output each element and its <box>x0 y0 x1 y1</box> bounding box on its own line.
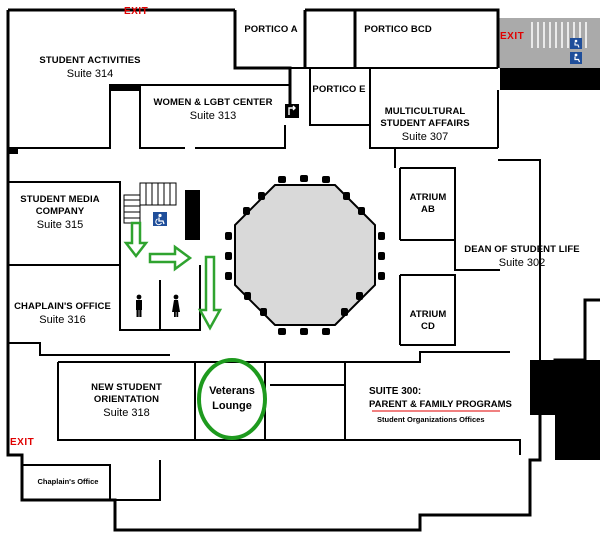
stairwell <box>123 182 177 224</box>
room-portico-e-title: PORTICO E <box>312 84 366 95</box>
suite300-title: SUITE 300: <box>369 386 422 397</box>
dean-title: DEAN OF STUDENT LIFE <box>464 244 580 255</box>
room-chaplains-office: CHAPLAIN'S OFFICE Suite 316 <box>10 301 115 327</box>
room-portico-a: PORTICO A <box>240 24 302 36</box>
wall-accent <box>110 85 140 91</box>
room-atrium-ab: ATRIUM AB <box>402 192 454 216</box>
multicultural-suite: Suite 307 <box>401 131 449 143</box>
arrow-right <box>148 244 193 272</box>
exit-sign-left: EXIT <box>10 437 35 448</box>
atrium-chairs <box>225 175 385 335</box>
suite300-note: Student Organizations Offices <box>377 415 485 424</box>
black-block-right <box>500 68 600 90</box>
room-dean-of-student-life: DEAN OF STUDENT LIFE Suite 302 <box>462 244 582 270</box>
room-suite-300: SUITE 300: PARENT & FAMILY PROGRAMS Stud… <box>355 386 525 426</box>
student-activities-suite: Suite 314 <box>66 68 114 80</box>
accessible-icon <box>570 52 582 64</box>
suite300-subtitle: PARENT & FAMILY PROGRAMS <box>369 399 512 410</box>
new-student-title-1: NEW STUDENT <box>91 382 162 393</box>
new-student-suite: Suite 318 <box>103 407 150 419</box>
room-veterans-lounge[interactable]: Veterans Lounge <box>199 384 265 414</box>
veterans-line-1: Veterans <box>209 385 255 397</box>
dean-suite: Suite 302 <box>498 257 546 269</box>
arrow-down-1 <box>123 221 149 259</box>
room-portico-bcd-title: PORTICO BCD <box>364 24 432 35</box>
multicultural-title-1: MULTICULTURAL <box>384 106 466 117</box>
chaplain-title: CHAPLAIN'S OFFICE <box>14 301 111 312</box>
veterans-line-2: Lounge <box>212 400 252 412</box>
accessible-icon <box>570 38 582 49</box>
room-student-media: STUDENT MEDIA COMPANY Suite 315 <box>10 194 110 232</box>
student-activities-title: STUDENT ACTIVITIES <box>39 55 141 66</box>
room-multicultural: MULTICULTURAL STUDENT AFFAIRS Suite 307 <box>375 106 475 144</box>
wall-accent <box>530 360 600 415</box>
room-portico-bcd: PORTICO BCD <box>358 24 438 36</box>
mens-restroom-icon <box>136 294 142 317</box>
atrium-cd-title: ATRIUM CD <box>409 309 447 332</box>
student-media-suite: Suite 315 <box>36 219 84 231</box>
room-portico-a-title: PORTICO A <box>244 24 298 35</box>
room-new-student-orientation: NEW STUDENT ORIENTATION Suite 318 <box>64 382 189 420</box>
room-atrium-cd: ATRIUM CD <box>402 309 454 333</box>
stairwell-top-right <box>498 18 600 68</box>
exit-sign-right: EXIT <box>500 31 525 42</box>
student-media-title-1: STUDENT MEDIA <box>20 194 100 205</box>
multicultural-title-2: STUDENT AFFAIRS <box>380 118 470 129</box>
central-atrium <box>234 184 376 326</box>
room-women-lgbt-center: WOMEN & LGBT CENTER Suite 313 <box>148 97 278 123</box>
veterans-lounge-highlight <box>197 358 267 440</box>
room-portico-e: PORTICO E <box>310 84 368 96</box>
student-media-title-2: COMPANY <box>35 206 85 217</box>
women-lgbt-title: WOMEN & LGBT CENTER <box>153 97 273 108</box>
wall-accent <box>8 148 18 154</box>
elevator-icon <box>285 104 299 118</box>
wall-accent <box>185 190 200 240</box>
room-chaplains-office-small: Chaplain's Office <box>37 477 99 486</box>
arrow-down-2 <box>197 255 223 331</box>
accessible-icon <box>153 212 167 226</box>
room-student-activities: STUDENT ACTIVITIES Suite 314 <box>20 55 160 81</box>
new-student-title-2: ORIENTATION <box>93 394 160 405</box>
womens-restroom-icon <box>172 294 180 317</box>
route-arrows <box>123 221 223 331</box>
chaplain-suite: Suite 316 <box>39 314 86 326</box>
wall-accent <box>555 415 600 460</box>
women-lgbt-suite: Suite 313 <box>189 110 237 122</box>
exit-sign-top: EXIT <box>124 6 149 17</box>
atrium-ab-title: ATRIUM AB <box>409 192 447 215</box>
